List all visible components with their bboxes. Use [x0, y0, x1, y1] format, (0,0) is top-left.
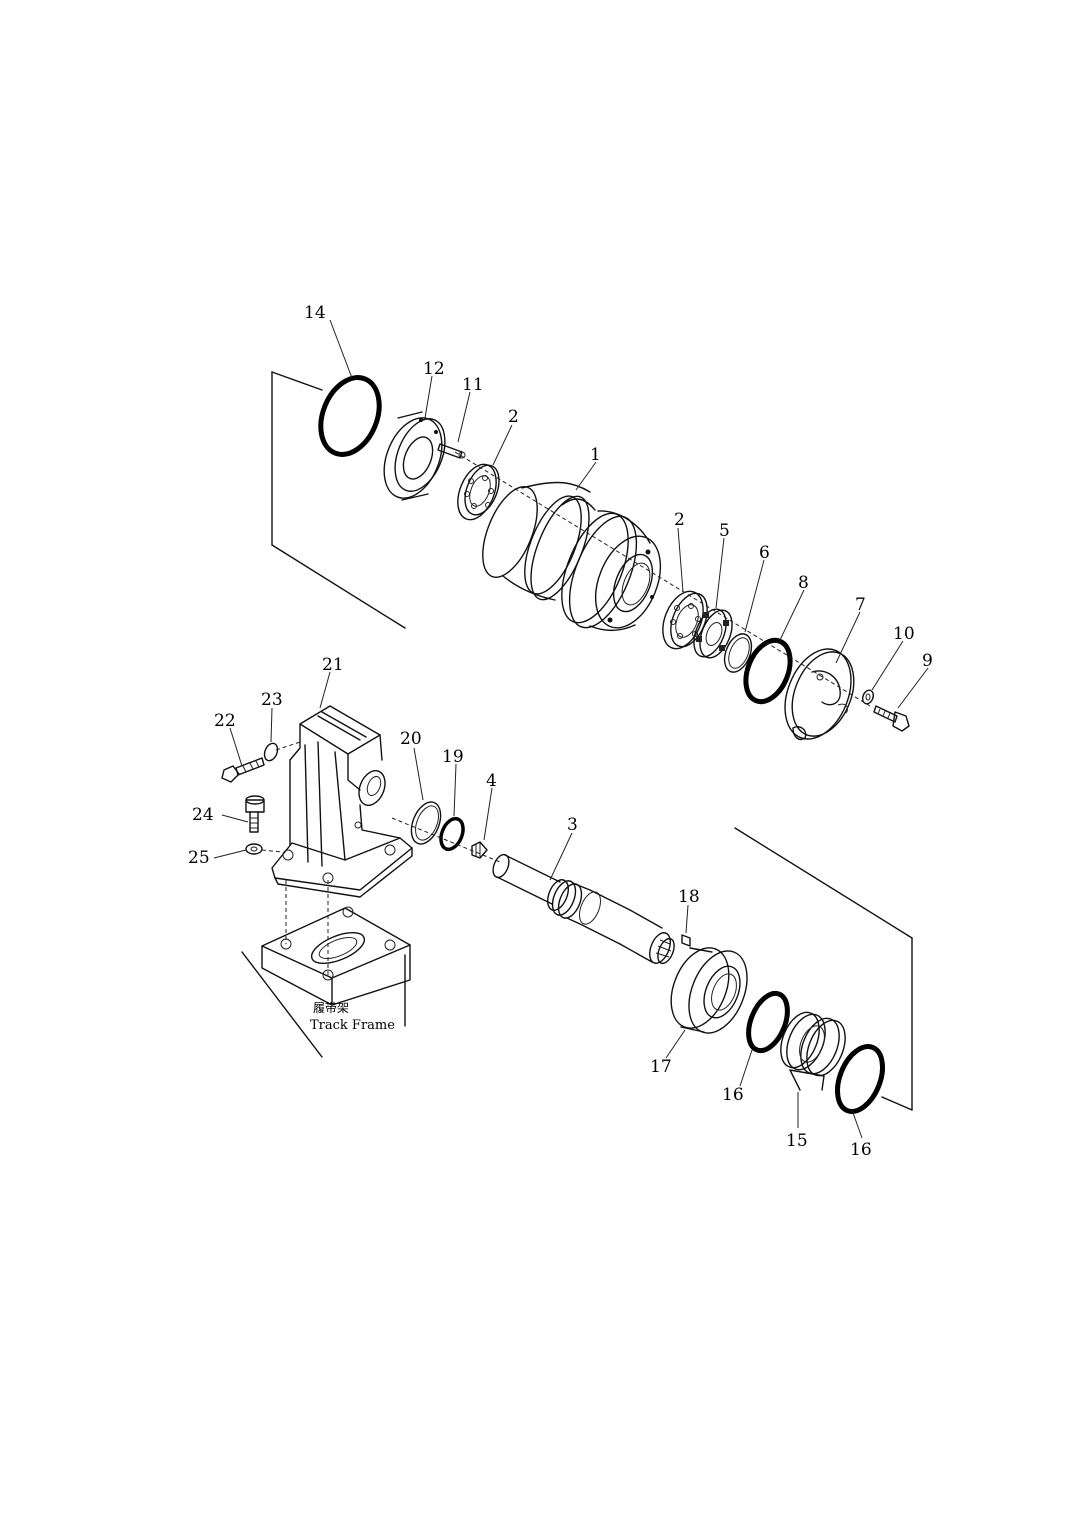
part-15-floating-seal	[780, 1011, 846, 1091]
label-2-left: 2	[508, 407, 519, 427]
part-4-plug	[471, 841, 488, 859]
label-8: 8	[798, 573, 809, 593]
label-17: 17	[650, 1057, 672, 1077]
part-3-shaft	[492, 853, 675, 965]
part-19-o-ring	[439, 816, 465, 852]
label-21: 21	[322, 655, 344, 675]
label-19: 19	[442, 747, 464, 767]
part-21-bracket	[271, 705, 413, 898]
label-10: 10	[893, 624, 915, 644]
label-2-right: 2	[674, 510, 685, 530]
label-4: 4	[486, 771, 497, 791]
label-12: 12	[423, 359, 445, 379]
part-9-bolt	[873, 705, 910, 732]
track-frame-plate	[261, 906, 411, 1006]
frame-caption-zh: 履带架	[313, 1001, 349, 1015]
part-12-cover	[383, 411, 446, 501]
part-18-pin	[681, 934, 691, 947]
label-14: 14	[304, 303, 326, 323]
label-11: 11	[462, 375, 484, 395]
upper-leader-lines	[329, 319, 929, 709]
part-7-cover	[784, 648, 855, 741]
label-16-right: 16	[850, 1140, 872, 1160]
frame-bracket-lines	[241, 880, 406, 1058]
upper-bracket-lines	[271, 371, 406, 629]
label-7: 7	[855, 595, 866, 615]
lower-bracket-lines	[734, 827, 913, 1111]
part-16-o-ring-left	[746, 990, 790, 1054]
lower-centerline	[391, 817, 501, 863]
part-2-bearing-left	[457, 463, 500, 521]
part-23-washer	[263, 741, 301, 762]
label-9: 9	[922, 651, 933, 671]
part-22-bolt	[221, 757, 265, 783]
label-24: 24	[192, 805, 214, 825]
part-1-roller-body	[482, 481, 662, 632]
part-16-o-ring-right	[835, 1044, 885, 1114]
part-10-washer	[861, 689, 875, 705]
label-5: 5	[719, 521, 730, 541]
frame-caption-en: Track Frame	[310, 1018, 395, 1033]
part-8-o-ring	[743, 637, 793, 705]
part-6-snap-ring	[723, 633, 753, 673]
part-25-washer	[245, 843, 283, 855]
label-3: 3	[567, 815, 578, 835]
part-labels: 14 12 11 2 1 2 5 6 8 7 10 9 21 23 22 24 …	[188, 303, 933, 1160]
part-2-bearing-right	[662, 590, 708, 650]
part-11-pin	[437, 443, 466, 459]
part-20-ring	[410, 801, 442, 845]
label-25: 25	[188, 848, 210, 868]
lower-leader-lines	[213, 671, 863, 1139]
part-5-nut	[693, 608, 733, 659]
part-17-collar	[670, 947, 748, 1034]
label-15: 15	[786, 1131, 808, 1151]
label-1: 1	[590, 445, 601, 465]
label-18: 18	[678, 887, 700, 907]
part-14-o-ring	[318, 375, 382, 457]
label-23: 23	[261, 690, 283, 710]
label-16-left: 16	[722, 1085, 744, 1105]
label-22: 22	[214, 711, 236, 731]
label-6: 6	[759, 543, 770, 563]
label-20: 20	[400, 729, 422, 749]
part-24-bolt	[245, 795, 265, 833]
